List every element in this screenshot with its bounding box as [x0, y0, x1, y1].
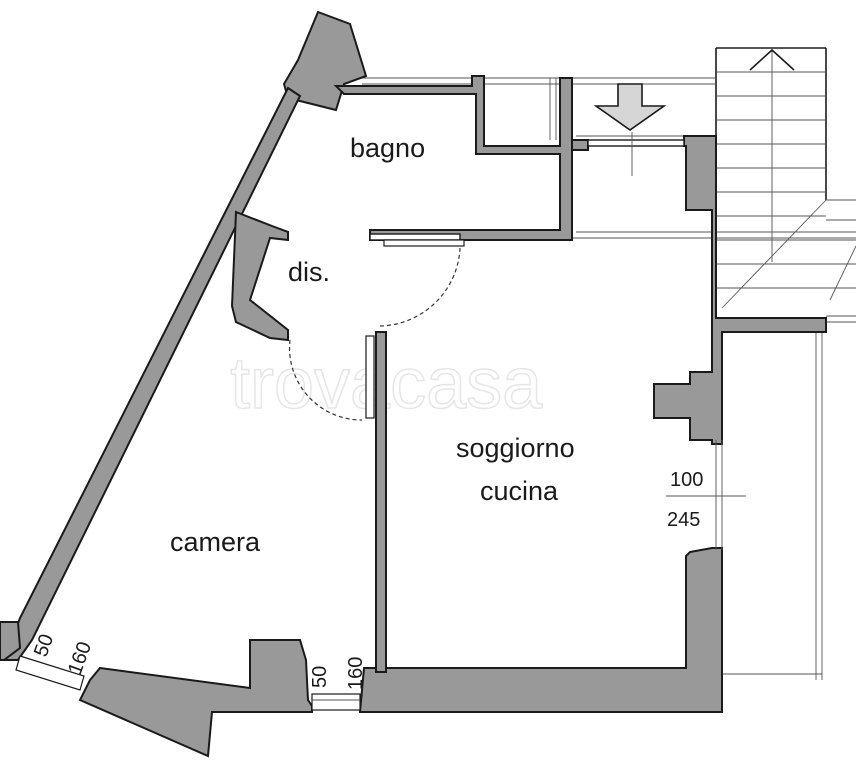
dim-south-width: 50 — [309, 666, 331, 688]
entrance-arrow-icon — [593, 83, 667, 131]
walls — [0, 10, 827, 758]
room-label-dis: dis. — [288, 257, 330, 287]
openings — [15, 132, 746, 711]
room-label-bagno: bagno — [350, 133, 425, 163]
stair-up-arrow-icon — [749, 48, 795, 71]
dim-south-height: 160 — [345, 657, 367, 690]
dim-east-bottom: 245 — [667, 509, 700, 531]
room-label-cucina: cucina — [480, 476, 559, 506]
staircase — [715, 47, 856, 310]
dim-east-top: 100 — [670, 469, 703, 491]
room-label-soggiorno: soggiorno — [456, 433, 575, 463]
dim-sw-height: 160 — [64, 639, 96, 678]
room-label-camera: camera — [170, 527, 261, 557]
